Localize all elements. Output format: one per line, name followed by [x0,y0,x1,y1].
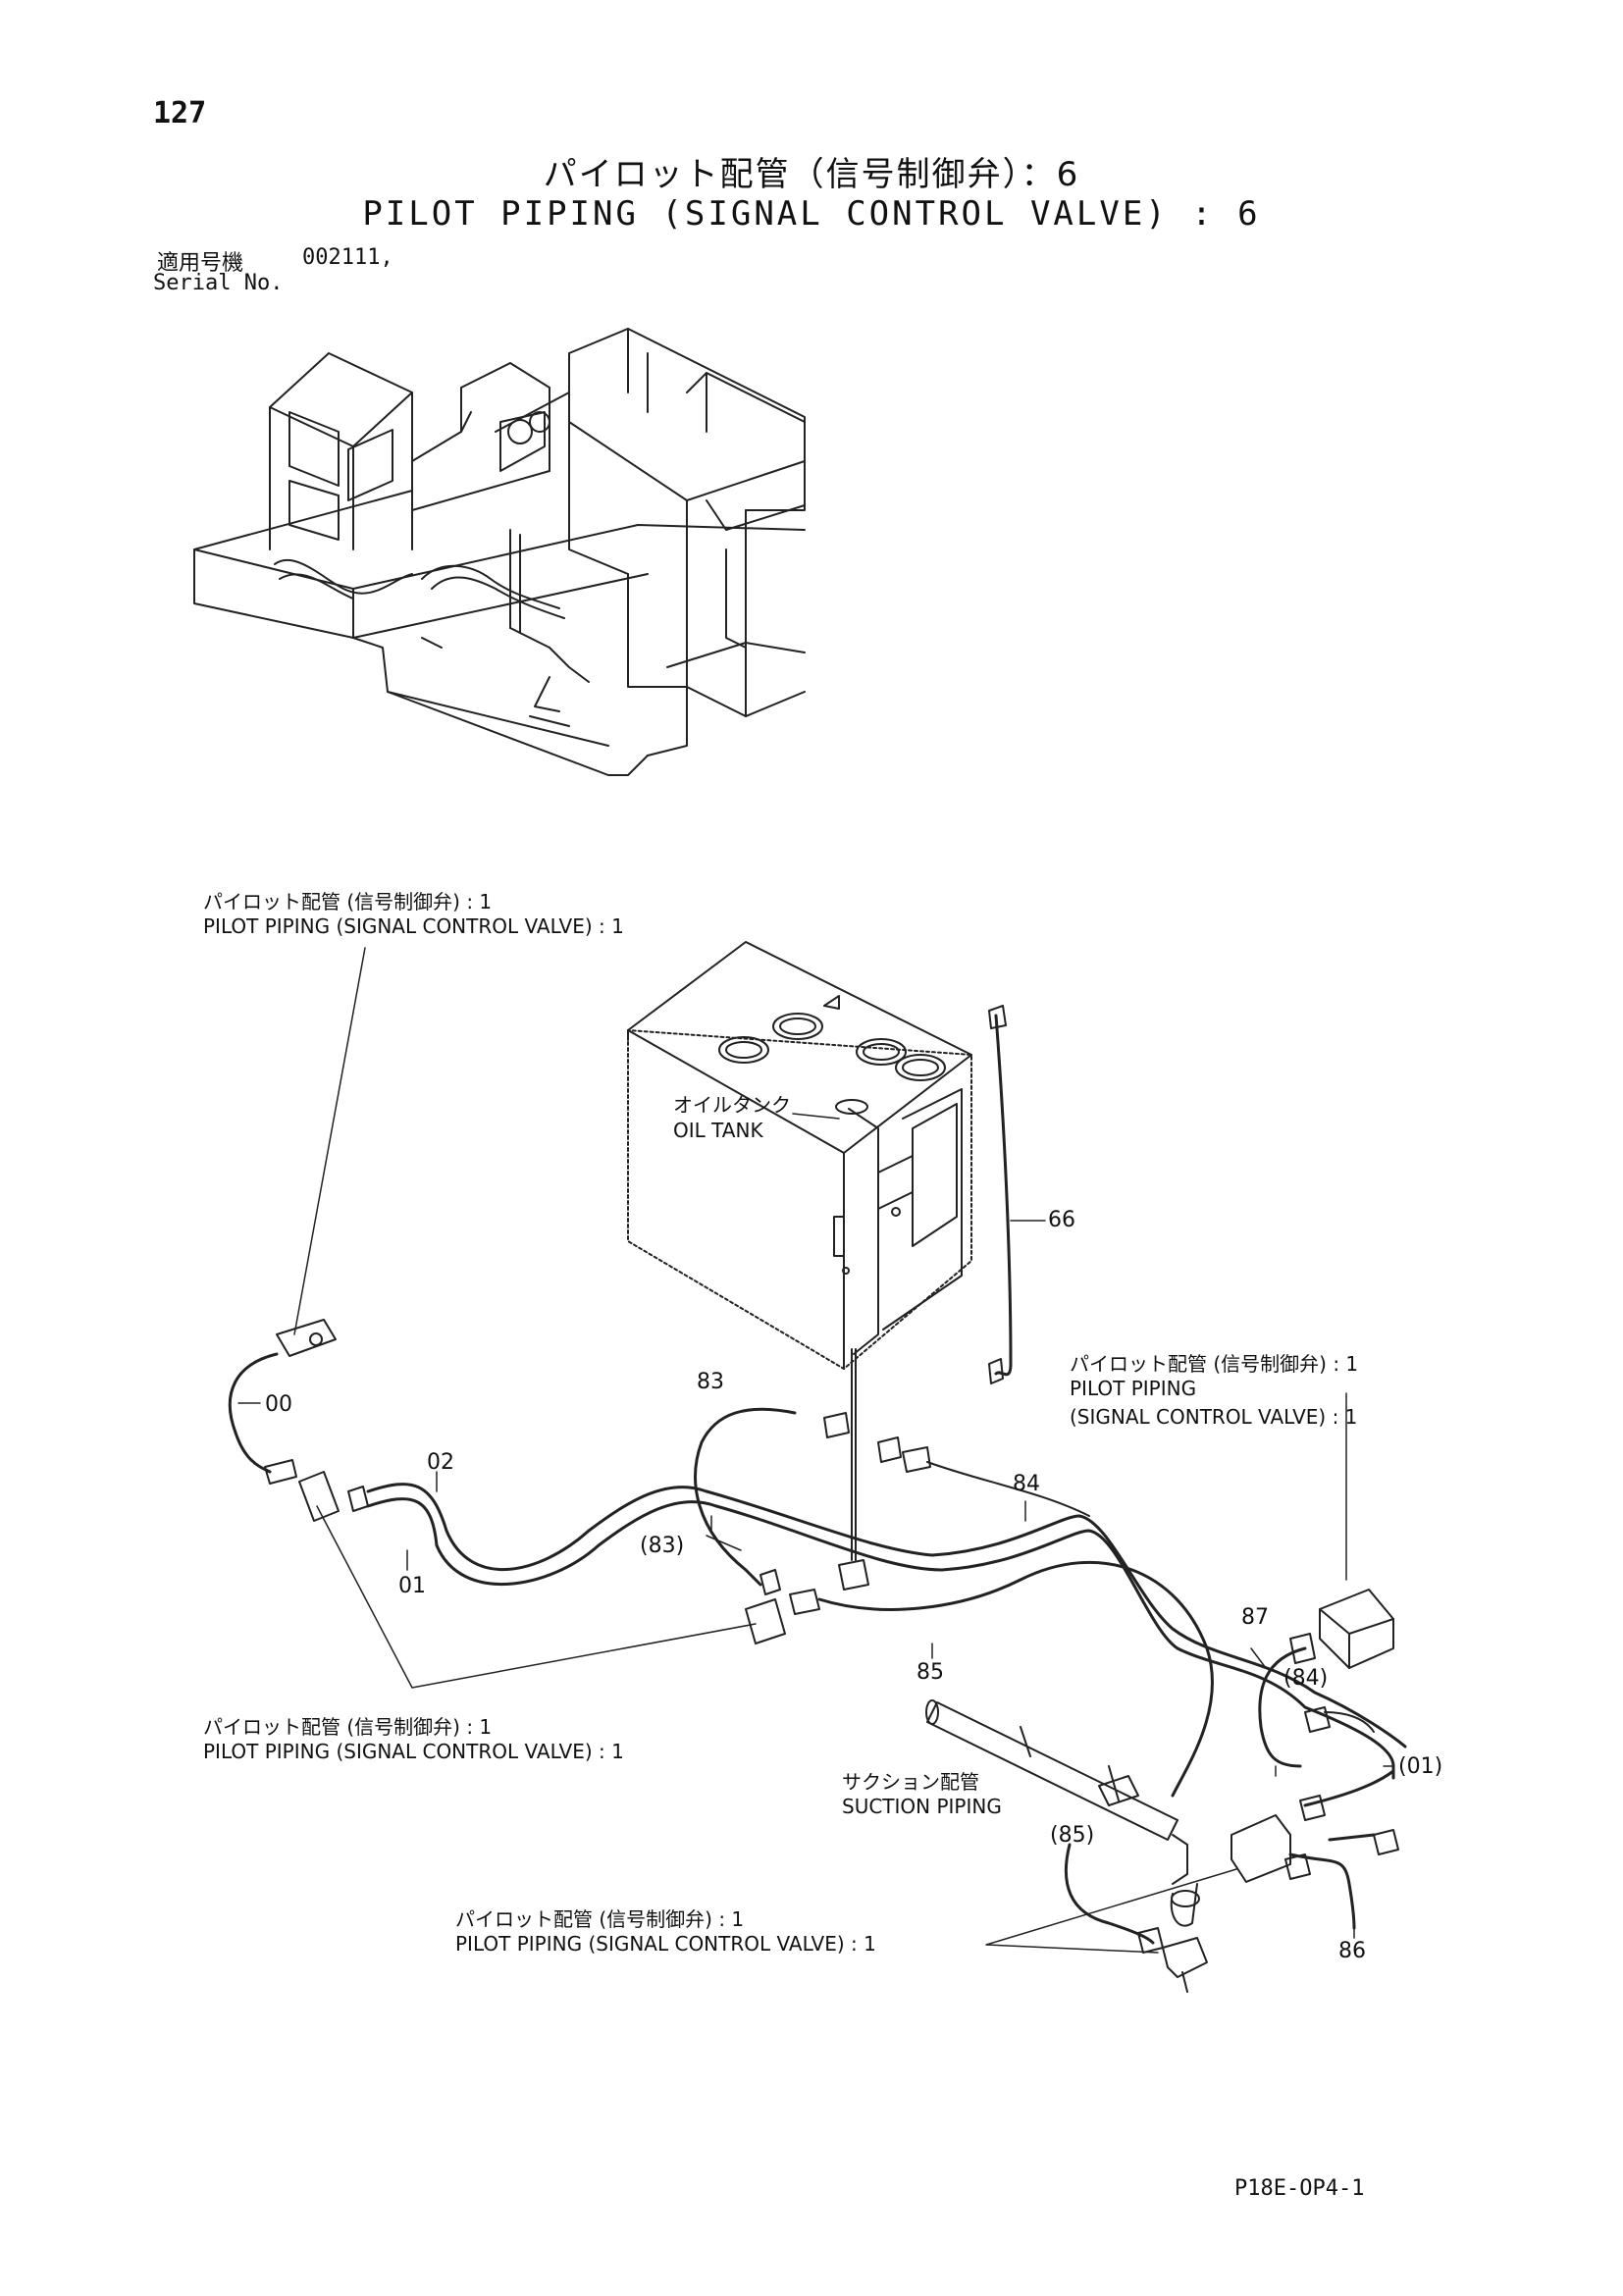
hose-01 [366,1497,718,1587]
page-number: 127 [153,96,207,130]
ref-mid-left-jp: パイロット配管 (信号制御弁) : 1 [203,1715,493,1739]
page-title-jp: パイロット配管（信号制御弁）：6 [543,155,1080,194]
oil-tank-label-jp: オイルタンク [673,1093,791,1117]
part-number-85-ref: (85) [1050,1823,1095,1848]
serial-value: 002111, [302,245,393,270]
hose-66-fitting-top [988,1005,1007,1029]
hose-83 [694,1407,797,1587]
hose-86 [1288,1852,1356,1930]
hose-66 [994,1014,1013,1377]
signal-valve-lower-right [1230,1814,1291,1883]
signal-valve-right [1319,1589,1394,1669]
hose-87 [1258,1646,1307,1768]
signal-valve-bottom [1162,1937,1208,1978]
ref-top-left-en: PILOT PIPING (SIGNAL CONTROL VALVE) : 1 [203,914,624,938]
ref-right-en-2: (SIGNAL CONTROL VALVE) : 1 [1070,1405,1358,1429]
ref-right-jp: パイロット配管 (信号制御弁) : 1 [1070,1352,1359,1376]
part-number-83-ref: (83) [640,1534,685,1558]
oil-tank-illustration [627,941,972,1370]
ref-top-left-jp: パイロット配管 (信号制御弁) : 1 [203,890,493,913]
part-number-02: 02 [427,1450,454,1475]
hose-84-b [705,1489,1407,1748]
part-number-84: 84 [1013,1472,1040,1496]
signal-valve-center-left [298,1471,340,1522]
part-number-86: 86 [1338,1939,1366,1963]
suction-label-en: SUCTION PIPING [842,1795,1002,1818]
part-number-87: 87 [1241,1605,1269,1630]
hose-85 [817,1560,1214,1798]
ref-mid-left-en: PILOT PIPING (SIGNAL CONTROL VALVE) : 1 [203,1740,624,1763]
drawing-code: P18E-OP4-1 [1234,2176,1365,2201]
serial-label-en: Serial No. [153,271,284,295]
hose-00 [228,1352,279,1474]
part-number-00: 00 [265,1392,292,1417]
signal-valve-center-bottom [745,1598,786,1644]
part-number-01: 01 [398,1574,426,1598]
suction-label-jp: サクション配管 [842,1770,979,1794]
part-number-66: 66 [1048,1208,1075,1232]
part-number-85: 85 [916,1660,944,1685]
part-number-83: 83 [697,1370,724,1394]
serial-label-jp: 適用号機 [157,251,244,276]
ref-bottom-jp: パイロット配管 (信号制御弁) : 1 [455,1907,745,1931]
hose-85-ref [1064,1843,1155,1945]
hose-66-fitting-bottom [988,1358,1004,1384]
ref-right-en-1: PILOT PIPING [1070,1377,1197,1400]
ref-bottom-en: PILOT PIPING (SIGNAL CONTROL VALVE) : 1 [455,1932,876,1956]
suction-pipe [926,1701,1178,1841]
signal-valve-top-left [276,1319,337,1357]
oil-tank-label-en: OIL TANK [673,1119,763,1142]
machine-overview-illustration [193,328,806,776]
hose-02 [366,1483,708,1572]
page-title-en: PILOT PIPING (SIGNAL CONTROL VALVE) : 6 [362,194,1261,234]
hose-84 [714,1504,1395,1780]
part-number-01-ref: (01) [1398,1754,1443,1779]
part-number-84-ref: (84) [1283,1666,1329,1691]
